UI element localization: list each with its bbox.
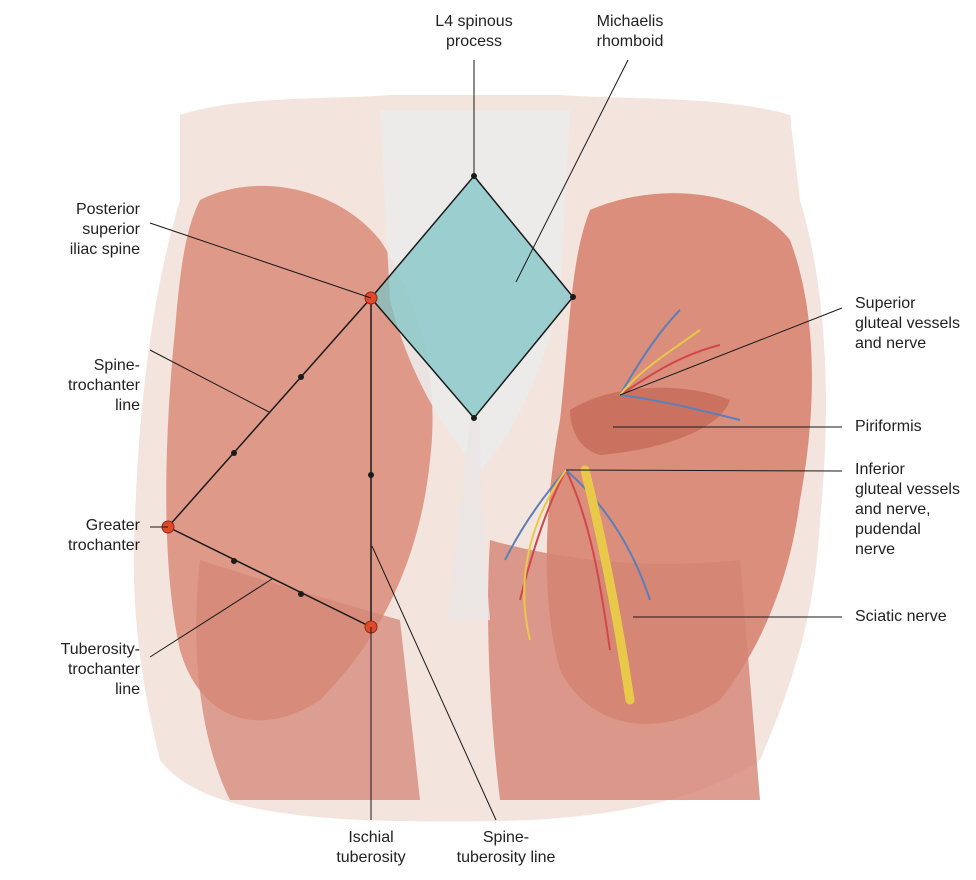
label-greater-trochanter: Greater trochanter (20, 516, 140, 556)
label-posterior-superior-iliac-spine: Posterior superior iliac spine (20, 200, 140, 260)
rhomboid-bottom-vertex-dot (471, 415, 477, 421)
label-spine-trochanter-line: Spine- trochanter line (20, 356, 140, 416)
label-michaelis-rhomboid: Michaelis rhomboid (570, 12, 690, 52)
label-l4-spinous-process: L4 spinous process (414, 12, 534, 52)
spine-trochanter-dot-1 (298, 374, 304, 380)
tuberosity-trochanter-dot-1 (231, 558, 237, 564)
spine-trochanter-dot-2 (231, 450, 237, 456)
spine-tuberosity-dot (368, 472, 374, 478)
label-inferior-gluteal-vessels-nerve-pudendal-nerve: Inferior gluteal vessels and nerve, pude… (855, 460, 975, 560)
label-superior-gluteal-vessels-and-nerve: Superior gluteal vessels and nerve (855, 294, 975, 354)
label-piriformis: Piriformis (855, 417, 975, 437)
label-sciatic-nerve: Sciatic nerve (855, 607, 975, 627)
label-ischial-tuberosity: Ischial tuberosity (311, 828, 431, 868)
tuberosity-trochanter-dot-2 (298, 591, 304, 597)
label-spine-tuberosity-line: Spine- tuberosity line (436, 828, 576, 868)
rhomboid-right-vertex-dot (570, 294, 576, 300)
label-tuberosity-trochanter-line: Tuberosity- trochanter line (10, 640, 140, 700)
